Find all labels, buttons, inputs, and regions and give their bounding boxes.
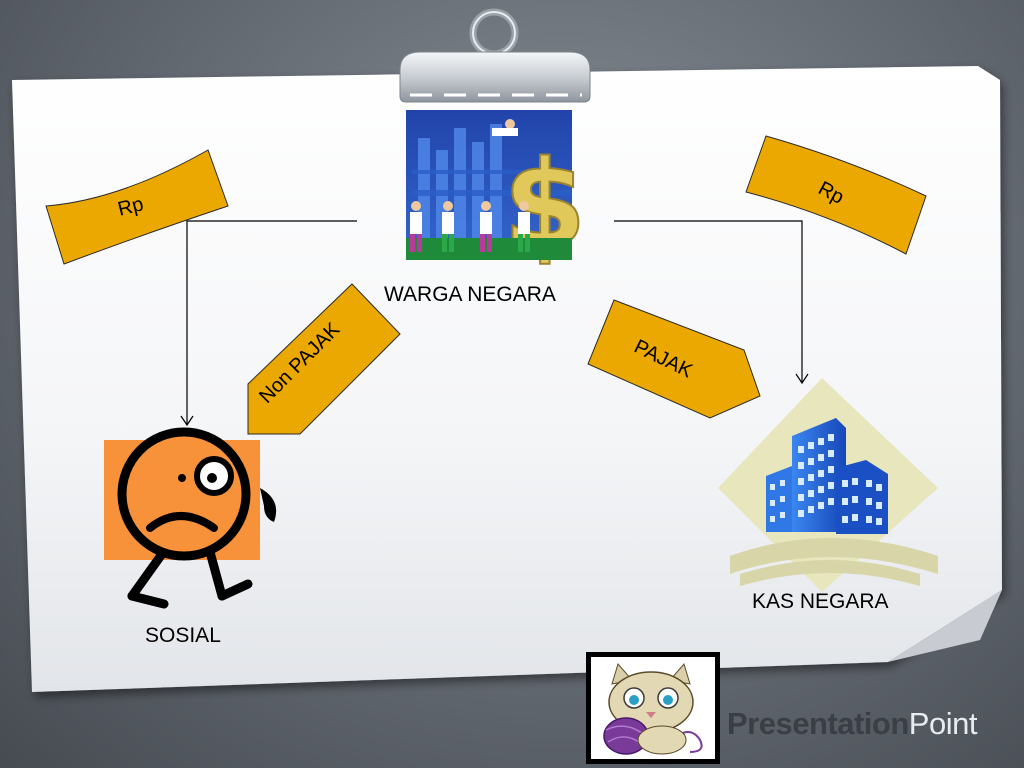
binder-clip: [399, 8, 591, 103]
sad-face-icon: [104, 427, 277, 609]
connector-left: [180, 220, 357, 427]
brand-word-presentation: Presentation: [727, 706, 909, 741]
building-icon: [718, 378, 938, 592]
paper-curl: [888, 590, 1002, 662]
node-label-sosial: SOSIAL: [145, 624, 221, 647]
node-label-warga-negara: WARGA NEGARA: [384, 283, 556, 306]
brand-word-point: Point: [908, 706, 978, 741]
connector-right: [614, 220, 809, 385]
brand-wordmark: PresentationPoint: [727, 706, 977, 742]
rp-banner-right: [745, 135, 927, 255]
presentationpoint-logo: [586, 652, 720, 764]
non-pajak-arrow-banner: [247, 283, 401, 435]
people-icon: [410, 119, 530, 252]
warga-negara-image: $: [406, 110, 588, 276]
pajak-arrow-banner: [587, 299, 761, 419]
node-label-kas-negara: KAS NEGARA: [752, 590, 889, 613]
rp-banner-left: [45, 149, 229, 265]
